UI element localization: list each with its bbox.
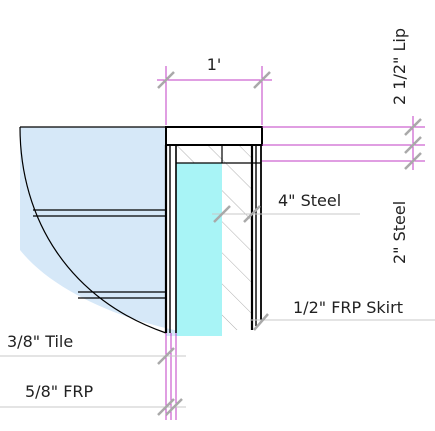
top-dim-tick-right: [253, 71, 271, 89]
top-dim-tick-left: [157, 71, 175, 89]
frp-label: 5/8" FRP: [25, 382, 94, 401]
hatched-upper-strip: [176, 145, 222, 163]
steel-2in-label: 2" Steel: [390, 201, 409, 264]
right-tick-1: [404, 118, 422, 136]
frp-skirt-label: 1/2" FRP Skirt: [293, 298, 403, 317]
frp-tick-2: [165, 398, 183, 416]
steel-cavity-fill: [176, 163, 222, 336]
right-tick-2: [404, 136, 422, 154]
pool-edge-curve: [19, 126, 167, 334]
top-dimension-label: 1': [207, 55, 222, 74]
lip-cap: [165, 126, 263, 146]
pool-water-region: [20, 127, 213, 336]
hatched-steel-area: [222, 145, 252, 330]
frp-skirt-tick: [253, 313, 269, 331]
steel-4in-tick-right: [243, 205, 261, 223]
frp-tick-1: [157, 398, 175, 416]
lip-label: 2 1/2" Lip: [390, 28, 409, 105]
steel-4in-label: 4" Steel: [278, 191, 341, 210]
steel-4in-tick-left: [213, 205, 231, 223]
right-tick-3: [404, 152, 422, 170]
tile-label: 3/8" Tile: [7, 332, 73, 351]
tile-tick-1: [157, 347, 175, 365]
